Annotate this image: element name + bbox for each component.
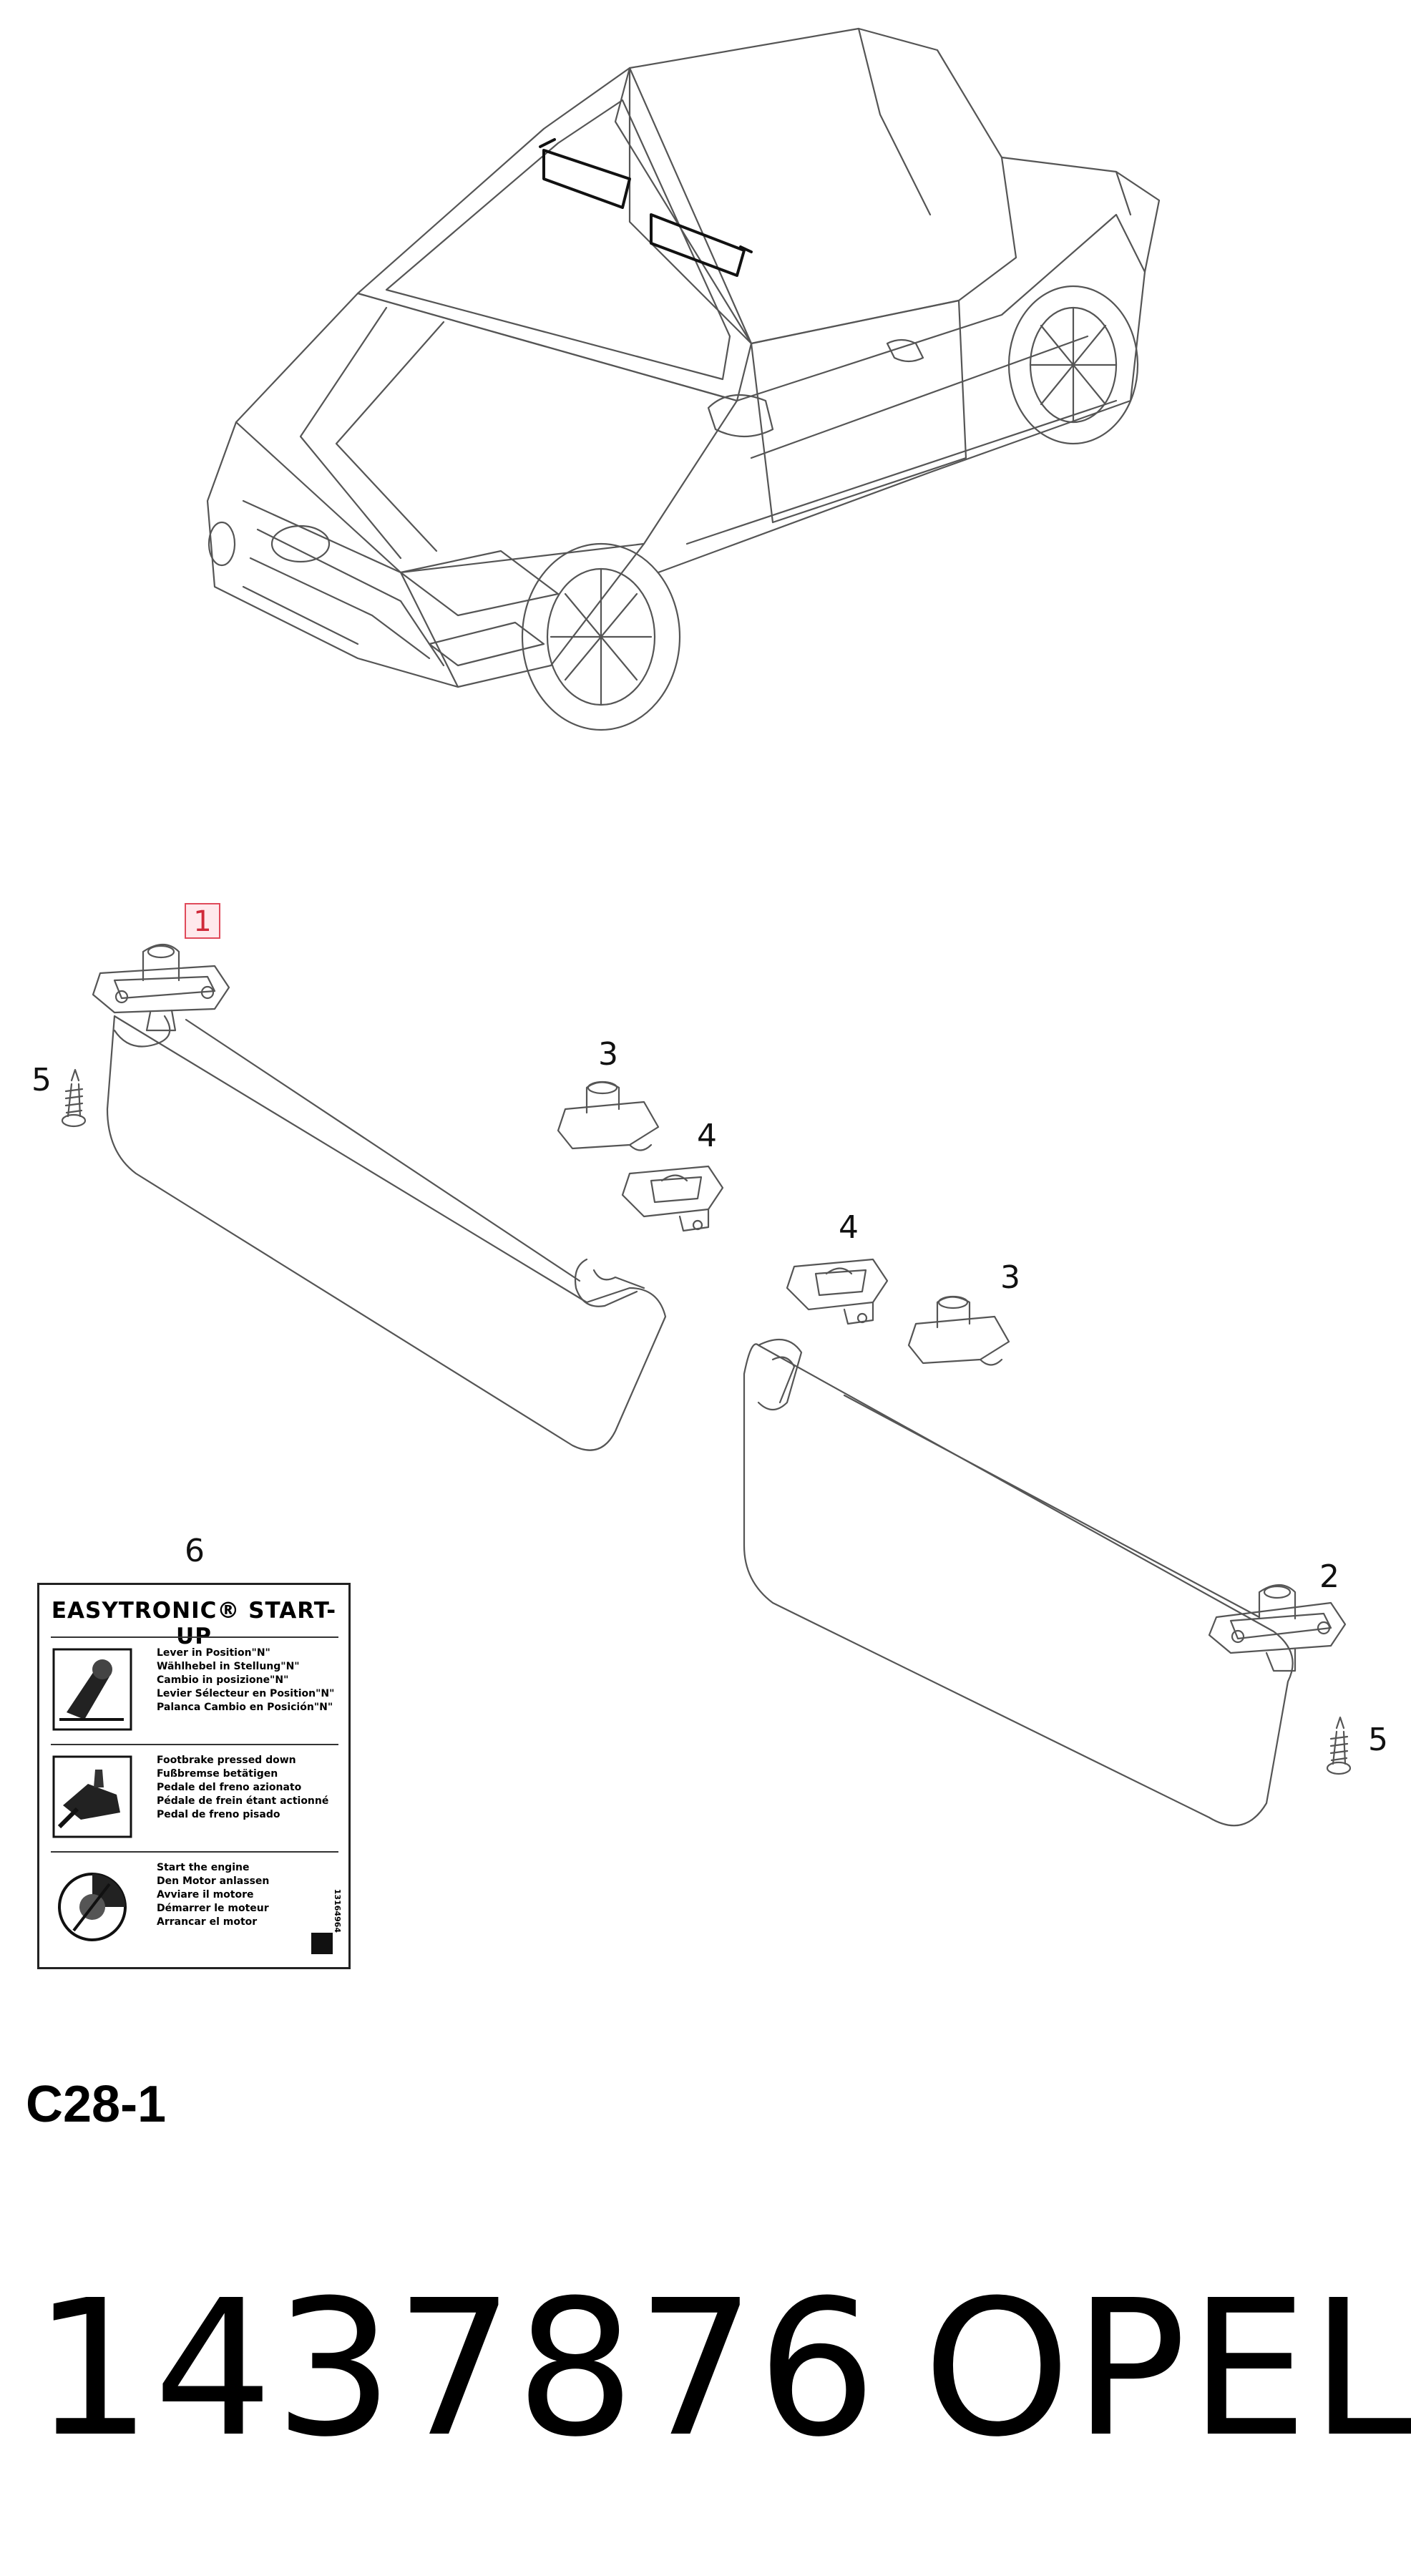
label-lines-lever: Lever in Position"N" Wählhebel in Stellu… [157,1647,335,1713]
sheet-code: C28-1 [26,2076,167,2133]
brand-name: OPEL [923,2260,1411,2478]
callout-6: 6 [185,1533,205,1569]
callout-4-lower: 4 [839,1209,859,1246]
label-row-start: Start the engine Den Motor anlassen Avvi… [51,1851,338,1956]
easytronic-label: EASYTRONIC® START-UP Lever in Position"N… [37,1583,351,1969]
ignition-key-icon [58,1873,127,1941]
callout-3-lower: 3 [1000,1259,1020,1296]
callout-4-upper: 4 [697,1118,717,1154]
screw-left [61,1068,87,1128]
clip-upper-left [557,1080,660,1151]
screw-right [1326,1716,1352,1775]
hinge-bracket-left [92,965,230,1014]
clip-holder-upper [621,1165,724,1232]
callout-1[interactable]: 1 [185,903,220,939]
callout-3-upper: 3 [598,1036,618,1073]
gear-lever-icon [52,1648,132,1731]
callout-5-right: 5 [1368,1722,1388,1758]
car-illustration [206,27,1161,731]
label-lines-brake: Footbrake pressed down Fußbremse betätig… [157,1755,329,1820]
label-row-brake: Footbrake pressed down Fußbremse betätig… [51,1744,338,1849]
right-sun-visor [743,1338,1347,1827]
hinge-bracket-right [1208,1601,1347,1654]
left-sun-visor [92,943,667,1451]
callout-5-left: 5 [31,1062,52,1098]
visor-highlight-on-car [539,138,753,277]
label-code: 13164964 [333,1888,342,1933]
label-lines-start: Start the engine Den Motor anlassen Avvi… [157,1862,270,1928]
label-row-lever: Lever in Position"N" Wählhebel in Stellu… [51,1636,338,1742]
clip-lower-right [907,1295,1010,1366]
part-number: 1437876 [33,2260,878,2478]
callout-2: 2 [1319,1558,1339,1595]
label-barcode [311,1933,333,1954]
foot-pedal-icon [52,1755,132,1838]
clip-holder-lower [786,1258,889,1325]
